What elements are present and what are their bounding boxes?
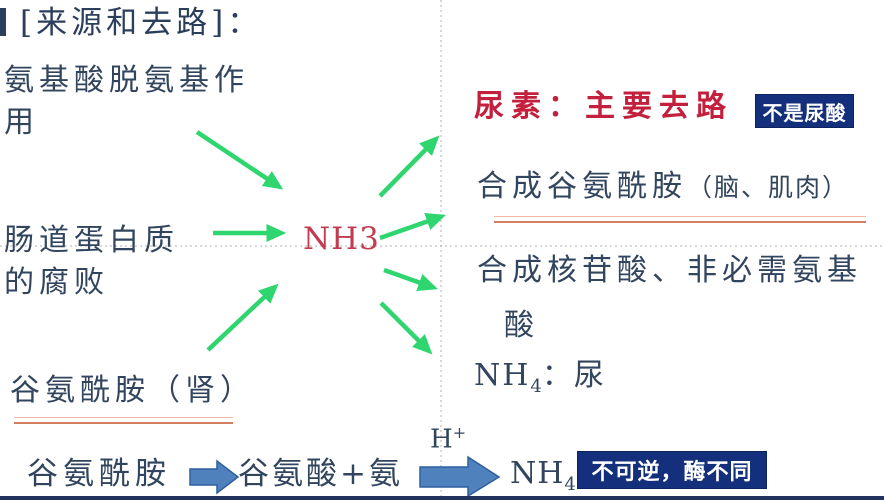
- green-arrow-amino-to-nh3-icon: [195, 130, 284, 190]
- source-amino-acid-deamination: 氨基酸脱氨基作 用: [4, 60, 249, 144]
- reaction-product: 谷氨酸+氨: [238, 456, 403, 492]
- fate-glutamine-paren: （脑、肌肉）: [687, 173, 850, 202]
- nh3-label: NH3: [303, 221, 380, 257]
- underline-fate-glutamine: [494, 216, 866, 223]
- fate-glutamine: 合成谷氨酰胺（脑、肌肉）: [477, 166, 849, 209]
- fate-nh4-rest: ：尿: [541, 358, 606, 393]
- source-gut-protein: 肠道蛋白质 的腐败: [4, 220, 179, 304]
- h-plus-superscript: +: [452, 423, 467, 442]
- fate-nh4-base: NH: [474, 358, 531, 393]
- source-glutamine-kidney: 谷氨酰胺（肾）: [10, 373, 255, 408]
- green-arrow-nh3-to-nh4-icon: [379, 301, 433, 355]
- page-title: [来源和去路]：: [20, 5, 263, 41]
- source-gut-line2: 的腐败: [4, 265, 109, 300]
- irreversible-enzyme-badge: 不可逆，酶不同: [577, 451, 767, 489]
- reaction-nh4: NH4: [510, 453, 576, 500]
- green-arrow-nh3-to-glutamine-icon: [379, 212, 446, 241]
- fate-nh4-subscript: 4: [530, 376, 542, 397]
- reaction-nh4-subscript: 4: [564, 474, 576, 495]
- block-arrow-right-large-icon: [419, 455, 501, 498]
- green-arrow-nh3-to-nucleotide-icon: [383, 267, 438, 291]
- source-gut-line1: 肠道蛋白质: [4, 223, 179, 258]
- fate-glutamine-main: 合成谷氨酰胺: [477, 169, 687, 204]
- reaction-nh4-base: NH: [510, 456, 565, 491]
- green-arrow-nh3-to-urea-icon: [378, 135, 440, 198]
- bottom-edge-strip: [0, 496, 884, 500]
- fate-urea: 尿素：主要去路: [474, 89, 733, 124]
- block-arrow-right-small-icon: [189, 459, 240, 495]
- not-uric-acid-badge: 不是尿酸: [755, 94, 854, 128]
- underline-glutamine-kidney: [14, 417, 233, 424]
- left-edge-mark: [0, 8, 6, 36]
- source-amino-line1: 氨基酸脱氨基作: [4, 63, 249, 98]
- fate-nucleotide-line1: 合成核苷酸、非必需氨基: [477, 253, 862, 288]
- green-arrow-glutamine-to-nh3-icon: [206, 283, 279, 352]
- h-plus-base: H: [430, 424, 453, 455]
- fate-nh4-urine: NH4：尿: [474, 355, 606, 408]
- fate-nucleotide-line2: 酸: [504, 308, 539, 343]
- source-amino-line2: 用: [4, 105, 39, 140]
- reaction-reactant: 谷氨酰胺: [27, 456, 171, 492]
- reaction-h-plus: H+: [430, 418, 466, 455]
